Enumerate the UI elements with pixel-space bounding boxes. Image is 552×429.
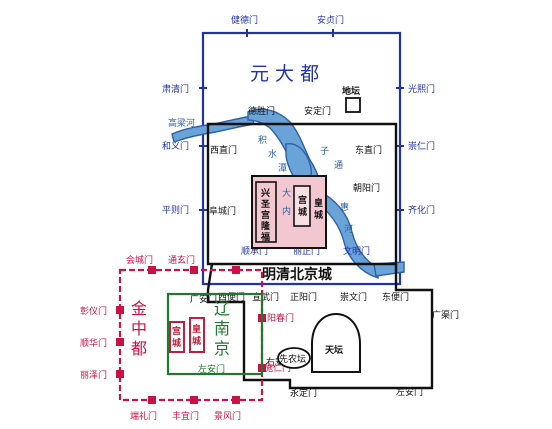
gate-shunhua: 顺华门 xyxy=(80,337,107,349)
gate-xizhi: 西直门 xyxy=(210,144,237,156)
liao-title-1: 辽 xyxy=(214,299,230,318)
gate-chaoyang: 朝阳门 xyxy=(353,182,380,194)
gate-dongzhi: 东直门 xyxy=(355,144,382,156)
palace-complex-outer xyxy=(251,175,327,249)
temple-agri-wall xyxy=(277,347,311,369)
gate-fucheng: 阜城门 xyxy=(209,205,236,217)
jin-palace-2: 城 xyxy=(172,337,181,349)
jin-palace-wall xyxy=(169,321,185,353)
yuan-imperial-label-1: 皇 xyxy=(314,197,323,209)
liao-title-2: 南 xyxy=(214,319,230,338)
gate-wenming: 文明门 xyxy=(343,245,370,257)
gate-duanli: 端礼门 xyxy=(130,410,157,422)
jin-palace-1: 宫 xyxy=(172,325,181,337)
gate-guangan: 广安门 xyxy=(190,293,217,305)
yuan-gate-ticks xyxy=(199,29,404,211)
jishuitan-label-3: 潭 xyxy=(278,163,287,174)
gate-guangxi: 光熙门 xyxy=(408,83,435,95)
liao-nanjing-wall xyxy=(166,292,264,376)
jin-title-1: 金 xyxy=(131,299,147,318)
watershed-label-1: 子 xyxy=(320,146,329,157)
liao-gate-zuoan: 左安门 xyxy=(198,363,225,375)
palace-center-block xyxy=(293,185,311,227)
gate-guangqu: 广渠门 xyxy=(432,309,459,321)
xingsheng-palace-4: 隆 xyxy=(261,220,271,232)
gaoliang-river-label: 高梁河 xyxy=(168,117,195,129)
gate-xuanwu: 宣武门 xyxy=(252,291,279,303)
yuan-palace-label-2: 城 xyxy=(298,206,307,218)
mingqing-outer-city-wall xyxy=(206,263,434,390)
xingsheng-palace-5: 福 xyxy=(260,231,270,243)
xingsheng-palace-3: 宫 xyxy=(261,209,270,221)
xingsheng-palace-1: 兴 xyxy=(261,187,270,199)
palace-char-1: 大 xyxy=(282,187,291,199)
jin-title-2: 中 xyxy=(131,319,147,338)
gate-tongxuan: 通玄门 xyxy=(168,254,195,266)
gate-fengyi: 丰宜门 xyxy=(172,410,199,422)
gate-dongbian: 东便门 xyxy=(382,291,409,303)
temple-of-heaven-wall xyxy=(311,312,361,373)
mingqing-title: 明清北京城 xyxy=(262,266,332,283)
gate-zuoan: 左安门 xyxy=(396,386,423,398)
gate-qihua: 齐化门 xyxy=(408,204,435,216)
gate-yongding: 永定门 xyxy=(290,387,317,399)
gate-yangchun: 阳春门 xyxy=(267,312,294,324)
jin-title-3: 都 xyxy=(131,339,147,358)
palace-char-2: 内 xyxy=(282,205,291,217)
gate-desheng: 德胜门 xyxy=(248,105,275,117)
yuan-dadu-title: 元 大 都 xyxy=(250,63,319,85)
tonghui-label-2: 惠 xyxy=(340,201,349,213)
jin-imperial-2: 城 xyxy=(192,335,201,347)
gate-chongwen: 崇文门 xyxy=(340,291,367,303)
xingsheng-palace-2: 圣 xyxy=(261,199,271,210)
gate-anzhen: 安贞门 xyxy=(317,14,344,26)
temple-of-heaven-label: 天坛 xyxy=(325,344,343,356)
jin-imperial-wall xyxy=(189,317,205,353)
tonghui-label-3: 河 xyxy=(344,223,353,235)
gate-huicheng: 会城门 xyxy=(126,254,153,266)
tonghui-label-1: 通 xyxy=(334,160,343,171)
gate-jiande: 健德门 xyxy=(231,14,258,26)
jishuitan-label-2: 水 xyxy=(268,148,277,160)
gate-zhengyang: 正阳门 xyxy=(290,291,317,303)
gate-jingfeng: 景风门 xyxy=(214,410,241,422)
gate-lize: 丽泽门 xyxy=(80,369,107,381)
jishuitan-label-1: 积 xyxy=(258,134,267,146)
gate-pingze: 平则门 xyxy=(162,204,189,216)
yuan-imperial-label-2: 城 xyxy=(314,209,323,221)
gate-suqing: 肃清门 xyxy=(162,83,189,95)
yuan-palace-label-1: 宫 xyxy=(298,194,307,206)
gate-heyi: 和义门 xyxy=(162,140,189,152)
liao-title-3: 京 xyxy=(214,339,230,358)
ditan-altar-icon xyxy=(345,97,361,113)
gate-zhangyi: 彰仪门 xyxy=(80,305,107,317)
gate-chongren: 崇仁门 xyxy=(408,140,435,152)
temple-agri-label: 先农坛 xyxy=(279,353,306,365)
ditan-label: 地坛 xyxy=(342,85,360,97)
gate-anding: 安定门 xyxy=(304,105,331,117)
palace-west-block xyxy=(255,181,277,243)
yuan-dadu-wall xyxy=(201,31,402,286)
jin-imperial-1: 皇 xyxy=(192,323,201,335)
